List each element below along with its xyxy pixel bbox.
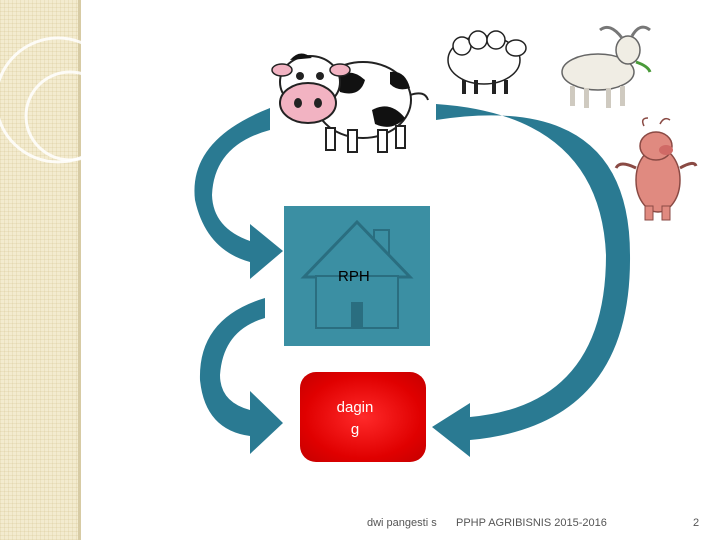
goat-image <box>561 25 652 108</box>
sheep-image <box>447 30 527 94</box>
decorative-circles <box>0 36 122 164</box>
footer-page-number: 2 <box>693 517 700 529</box>
rph-label: RPH <box>338 268 370 285</box>
arrow-rph-to-daging <box>199 298 283 454</box>
footer-author: dwi pangesti s <box>367 517 437 529</box>
daging-box <box>300 372 426 462</box>
cow-image <box>271 53 429 153</box>
decorative-sidebar <box>0 0 78 540</box>
sidebar-divider <box>78 0 81 540</box>
pig-image <box>614 117 698 221</box>
arrow-cow-to-rph <box>194 108 283 279</box>
arrow-animals-to-daging <box>432 104 631 457</box>
house-door <box>351 302 363 328</box>
footer-course: PPHP AGRIBISNIS 2015-2016 <box>456 517 607 529</box>
daging-label: dagin g <box>336 399 374 438</box>
